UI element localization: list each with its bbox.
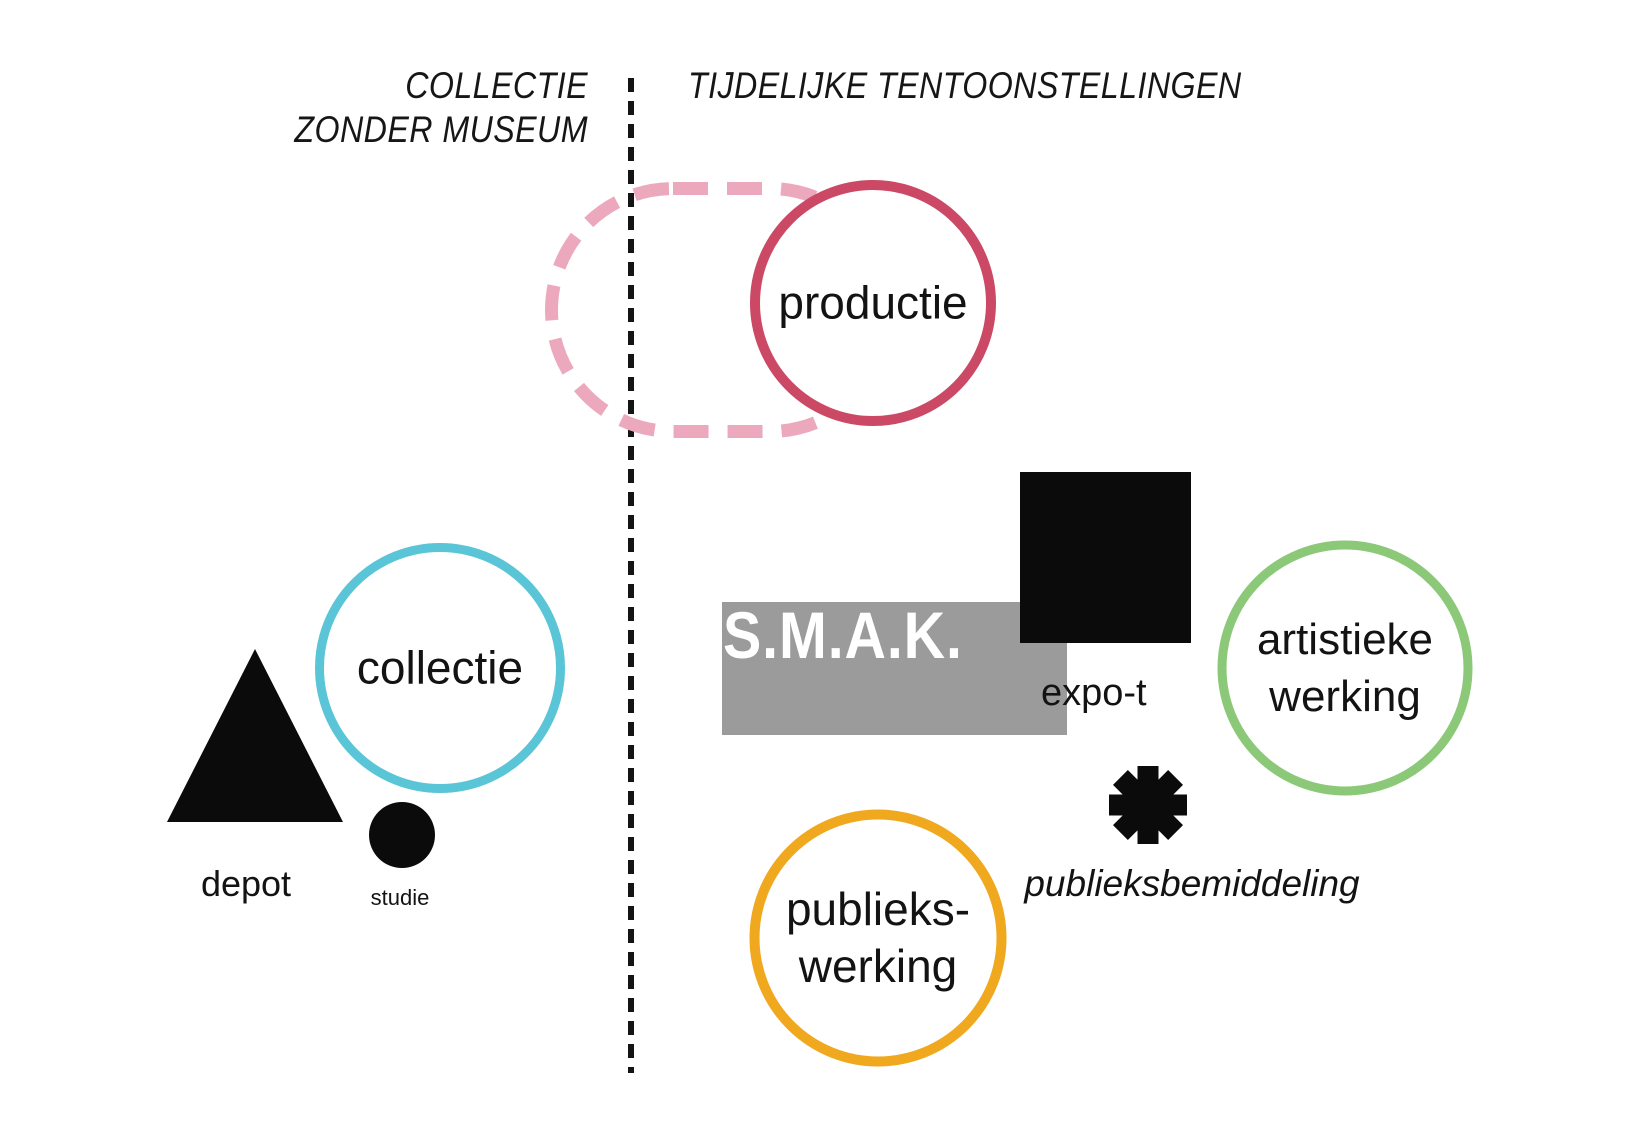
studie-dot bbox=[369, 802, 435, 868]
publieksbemiddeling-asterisk-icon bbox=[1109, 766, 1187, 844]
artistieke-werking-label: artistieke werking bbox=[1257, 611, 1433, 725]
publiekswerking-label-line2: werking bbox=[798, 940, 958, 992]
smak-label: S.M.A.K. bbox=[723, 598, 963, 672]
artistieke-werking-circle bbox=[1217, 540, 1473, 796]
artistieke-werking-label-line2: werking bbox=[1269, 672, 1421, 721]
depot-label: depot bbox=[200, 863, 292, 904]
depot-triangle bbox=[167, 649, 343, 822]
left-section-title-line1: COLLECTIE bbox=[405, 65, 588, 106]
expo-t-label: expo-t bbox=[1041, 672, 1147, 714]
artistieke-werking-label-line1: artistieke bbox=[1256, 615, 1434, 664]
publiekswerking-label: publieks- werking bbox=[786, 881, 970, 995]
publiekswerking-label-line1: publieks- bbox=[785, 883, 971, 935]
publiekswerking-circle bbox=[749, 809, 1007, 1067]
productie-circle bbox=[750, 180, 996, 426]
studie-label: studie bbox=[370, 885, 430, 910]
productie-label: productie bbox=[778, 276, 968, 329]
expo-t-square bbox=[1020, 472, 1191, 643]
left-section-title: COLLECTIE ZONDER MUSEUM bbox=[198, 64, 588, 152]
right-section-title: TIJDELIJKE TENTOONSTELLINGEN bbox=[688, 65, 1242, 106]
smak-rect bbox=[722, 602, 1067, 735]
collectie-circle bbox=[315, 543, 565, 793]
left-section-title-line2: ZONDER MUSEUM bbox=[294, 109, 588, 150]
publieksbemiddeling-label: publieksbemiddeling bbox=[1024, 863, 1360, 904]
collectie-label: collectie bbox=[356, 641, 524, 694]
